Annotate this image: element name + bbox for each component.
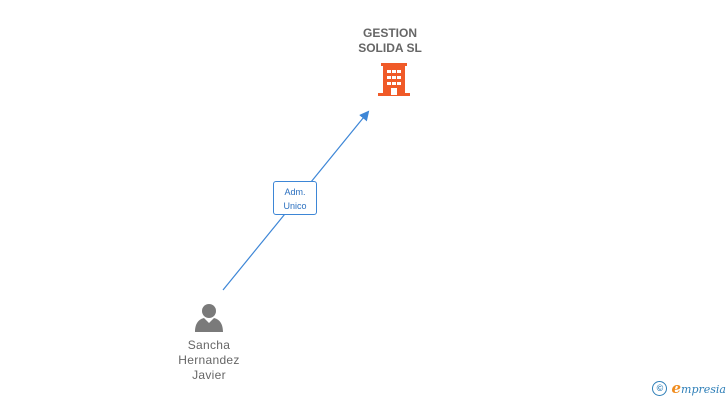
company-name[interactable]: GESTION SOLIDA SL xyxy=(358,26,422,55)
relation-label: Adm. Unico xyxy=(273,181,317,215)
brand-logo: empresia xyxy=(671,379,726,397)
brand-text: mpresia xyxy=(681,383,726,396)
building-icon[interactable] xyxy=(378,63,410,96)
person-icon[interactable] xyxy=(195,304,223,332)
brand-initial: e xyxy=(671,379,682,397)
empresia-watermark: © empresia xyxy=(652,379,726,397)
person-name[interactable]: Sancha Hernandez Javier xyxy=(178,338,240,382)
copyright-icon: © xyxy=(652,380,668,396)
